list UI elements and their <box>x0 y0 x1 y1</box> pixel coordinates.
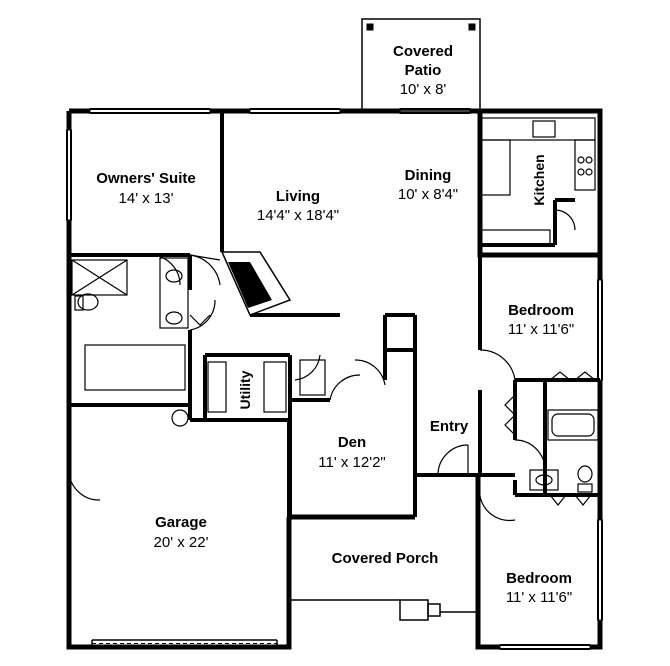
garage-door <box>91 639 278 647</box>
window-frames <box>66 108 603 650</box>
garage-name: Garage <box>155 514 207 531</box>
owners-suite-name: Owners' Suite <box>96 170 195 187</box>
owners-bath-fixtures <box>71 257 189 391</box>
covered-patio-name-2: Patio <box>405 62 442 79</box>
covered-porch-outline <box>289 599 478 621</box>
bedroom-1-name: Bedroom <box>508 302 574 319</box>
garage-post <box>171 409 189 427</box>
doors <box>68 209 576 522</box>
covered-porch-name: Covered Porch <box>332 550 439 567</box>
covered-patio-size: 10' x 8' <box>400 81 447 98</box>
entry-name: Entry <box>430 418 469 435</box>
den-name: Den <box>338 434 366 451</box>
windows <box>68 110 601 648</box>
garage-size: 20' x 22' <box>154 534 209 551</box>
living-name: Living <box>276 188 320 205</box>
den-size: 11' x 12'2" <box>318 454 386 471</box>
living-size: 14'4" x 18'4" <box>257 207 339 224</box>
bedroom-2-size: 11' x 11'6" <box>506 589 572 606</box>
closet-doors <box>189 314 596 506</box>
kitchen-exterior <box>480 108 603 255</box>
bedroom-2-name: Bedroom <box>506 570 572 587</box>
utility-name: Utility <box>237 370 253 409</box>
covered-patio-name-1: Covered <box>393 43 453 60</box>
fireplace <box>220 251 292 316</box>
owners-suite-size: 14' x 13' <box>119 190 174 207</box>
kitchen-name: Kitchen <box>531 154 547 205</box>
utility-appliances <box>207 359 326 413</box>
bedroom-1-size: 11' x 11'6" <box>508 321 574 338</box>
kitchen-fixtures <box>479 117 596 246</box>
dining-size: 10' x 8'4" <box>398 186 458 203</box>
room-labels: Covered Patio 10' x 8' Owners' Suite 14'… <box>96 43 574 606</box>
covered-patio-outline <box>361 18 481 112</box>
dining-name: Dining <box>405 167 452 184</box>
hall-bath-fixtures <box>529 409 599 493</box>
